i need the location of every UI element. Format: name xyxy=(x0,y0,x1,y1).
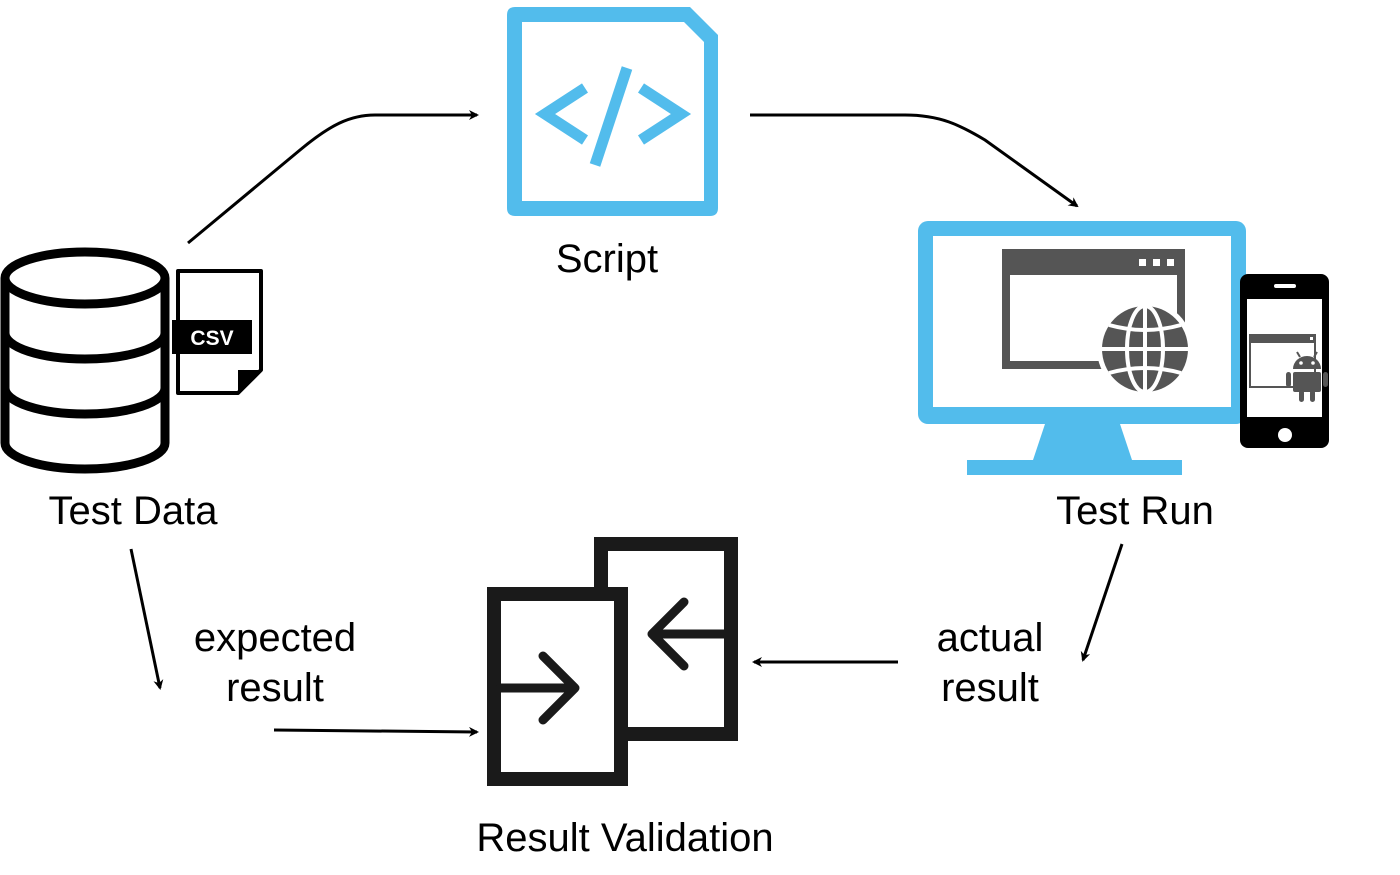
android-icon xyxy=(1286,351,1328,402)
test-run-label: Test Run xyxy=(1056,489,1214,533)
arrow-expected-to-validation xyxy=(273,726,479,737)
smartphone-icon xyxy=(1240,274,1329,448)
compare-documents-icon xyxy=(487,537,738,786)
script-label: Script xyxy=(555,237,659,281)
actual-result-label-line1: actual xyxy=(936,616,1044,660)
arrow-test-data-to-script xyxy=(187,110,479,245)
arrow-script-to-test-run xyxy=(750,113,1079,208)
csv-file-icon: CSV xyxy=(172,269,263,395)
actual-result-label-line2: result xyxy=(941,666,1039,710)
globe-icon xyxy=(1097,301,1193,397)
database-icon xyxy=(0,247,170,474)
browser-window-icon xyxy=(1002,249,1185,369)
connectors xyxy=(129,110,1124,737)
result-validation-label: Result Validation xyxy=(476,816,774,860)
expected-result-label-line2: result xyxy=(226,666,324,710)
expected-result-label-line1: expected xyxy=(193,616,357,660)
code-file-icon xyxy=(507,7,718,216)
test-data-label: Test Data xyxy=(48,489,218,533)
arrow-test-run-to-actual xyxy=(1080,543,1124,662)
arrow-test-data-to-expected xyxy=(129,548,164,690)
csv-badge-text: CSV xyxy=(190,327,233,350)
